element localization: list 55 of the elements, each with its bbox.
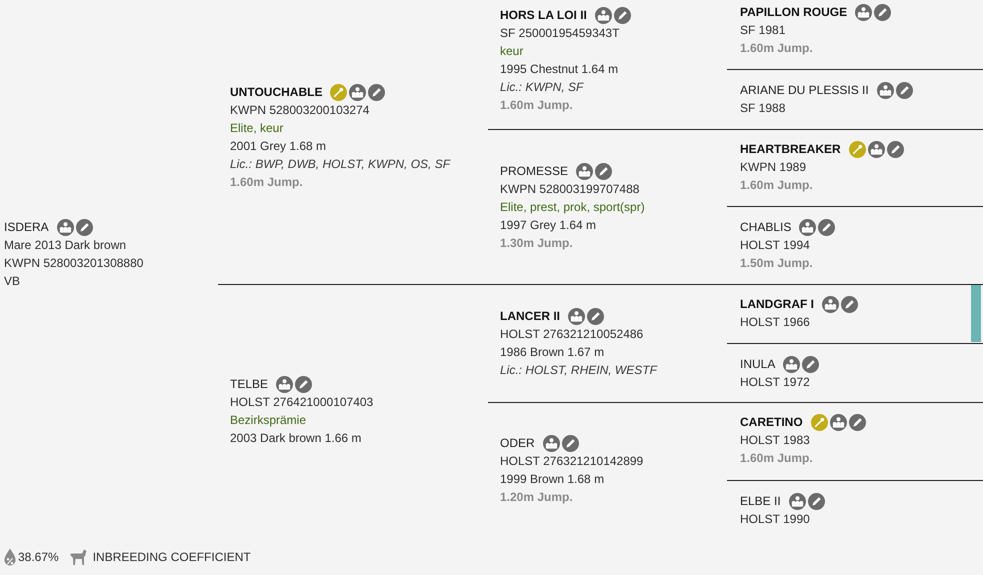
studbook-year: SF 1981 bbox=[740, 22, 786, 39]
birth-details: 1999 Brown 1.68 m bbox=[500, 471, 604, 488]
horse-name: HORS LA LOI II bbox=[500, 7, 587, 24]
horse-name: PAPILLON ROUGE bbox=[740, 4, 848, 21]
licence-list: Lic.: KWPN, SF bbox=[500, 78, 584, 96]
studbook-year: SF 1988 bbox=[740, 100, 786, 117]
birth-details: 1997 Grey 1.64 m bbox=[500, 217, 596, 234]
sport-level: 1.60m Jump. bbox=[230, 174, 303, 191]
horse-name: HEARTBREAKER bbox=[740, 141, 841, 158]
registration-number: KWPN 528003199707488 bbox=[500, 181, 640, 198]
studbook-year: HOLST 1966 bbox=[740, 314, 810, 331]
registration-number: SF 25000195459343T bbox=[500, 25, 620, 42]
birth-details: 2003 Dark brown 1.66 m bbox=[230, 430, 362, 447]
horse-name: CHABLIS bbox=[740, 219, 792, 236]
sport-level: 1.50m Jump. bbox=[740, 255, 813, 272]
registration-number: HOLST 276421000107403 bbox=[230, 394, 374, 411]
horse-name: ELBE II bbox=[740, 493, 781, 510]
horse-name: INULA bbox=[740, 356, 776, 373]
horse-name: TELBE bbox=[230, 376, 268, 393]
horse-name: CARETINO bbox=[740, 414, 803, 431]
studbook-year: HOLST 1972 bbox=[740, 374, 810, 391]
registration-number: HOLST 276321210142899 bbox=[500, 453, 644, 470]
predicate-text: keur bbox=[500, 43, 524, 60]
registration-number: KWPN 528003201308880 bbox=[4, 255, 144, 272]
coefficient-label: INBREEDING COEFFICIENT bbox=[92, 549, 251, 566]
birth-details: 1986 Brown 1.67 m bbox=[500, 344, 604, 361]
sport-level: 1.20m Jump. bbox=[500, 489, 573, 506]
studbook-year: HOLST 1990 bbox=[740, 511, 810, 528]
sport-level: 1.60m Jump. bbox=[740, 177, 813, 194]
studbook-year: HOLST 1983 bbox=[740, 432, 810, 449]
licence-list: Lic.: HOLST, RHEIN, WESTF bbox=[500, 361, 657, 379]
status-text: VB bbox=[4, 273, 20, 290]
predicate-text: Elite, keur bbox=[230, 120, 284, 137]
horse-name: ODER bbox=[500, 435, 535, 452]
birth-details: Mare 2013 Dark brown bbox=[4, 237, 126, 254]
horse-name: LANDGRAF I bbox=[740, 296, 814, 313]
percentage-value: 38.67% bbox=[18, 549, 59, 566]
sport-level: 1.30m Jump. bbox=[500, 235, 573, 252]
birth-details: 2001 Grey 1.68 m bbox=[230, 138, 326, 155]
horse-name: LANCER II bbox=[500, 308, 560, 325]
licence-list: Lic.: BWP, DWB, HOLST, KWPN, OS, SF bbox=[230, 155, 450, 173]
horse-name: ARIANE DU PLESSIS II bbox=[740, 82, 869, 99]
predicate-text: Elite, prest, prok, sport(spr) bbox=[500, 199, 645, 216]
predicate-text: Bezirksprämie bbox=[230, 412, 306, 429]
registration-number: KWPN 528003200103274 bbox=[230, 102, 370, 119]
sport-level: 1.60m Jump. bbox=[500, 97, 573, 114]
registration-number: HOLST 276321210052486 bbox=[500, 326, 644, 343]
studbook-year: HOLST 1994 bbox=[740, 237, 810, 254]
sport-level: 1.60m Jump. bbox=[740, 40, 813, 57]
sport-level: 1.60m Jump. bbox=[740, 450, 813, 467]
birth-details: 1995 Chestnut 1.64 m bbox=[500, 61, 618, 78]
horse-name: UNTOUCHABLE bbox=[230, 84, 322, 101]
horse-name: PROMESSE bbox=[500, 163, 568, 180]
horse-name: ISDERA bbox=[4, 219, 49, 236]
studbook-year: KWPN 1989 bbox=[740, 159, 806, 176]
